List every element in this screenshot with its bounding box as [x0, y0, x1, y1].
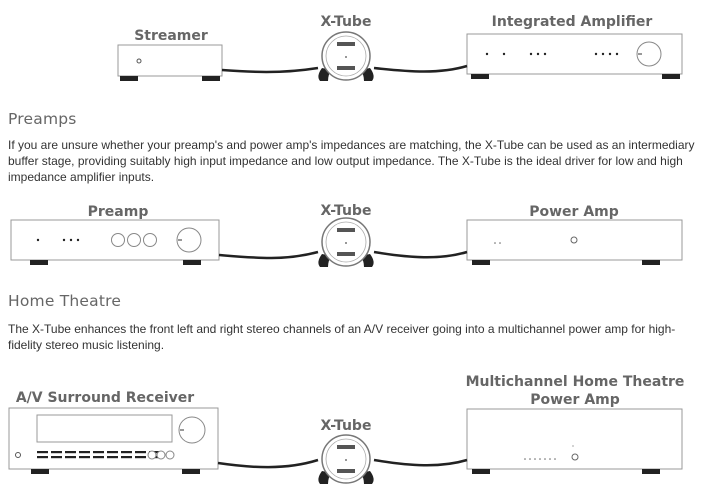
signal-cable: [221, 66, 319, 74]
xtube-label: X-Tube: [321, 14, 372, 30]
multichannel-amp-label-line1: Multichannel Home Theatre: [466, 374, 685, 390]
signal-cable: [373, 250, 468, 259]
xtube-devices: [318, 31, 374, 484]
xtube-label: X-Tube: [321, 203, 372, 219]
av-receiver-unit: [8, 407, 219, 474]
preamps-heading: Preamps: [8, 110, 77, 128]
multichannel-amp-label-line2: Power Amp: [530, 392, 620, 408]
streamer-label: Streamer: [134, 28, 208, 44]
power-knob-icon: [636, 41, 662, 67]
home-theatre-paragraph: The X-Tube enhances the front left and r…: [8, 322, 676, 352]
preamp-selector-knobs: [111, 233, 157, 247]
av-receiver-label: A/V Surround Receiver: [16, 390, 194, 406]
power-knob-icon: [176, 227, 202, 253]
multichannel-amp-unit: [466, 408, 683, 474]
row-streamer-integrated: Streamer X-Tube Integrated Amplifier: [117, 14, 683, 81]
signal-cable: [373, 64, 468, 73]
xtube-label: X-Tube: [321, 418, 372, 434]
amp-indicator-dots: [485, 52, 619, 56]
signal-cable: [217, 458, 319, 469]
preamp-label: Preamp: [88, 204, 149, 220]
home-theatre-heading: Home Theatre: [8, 292, 122, 310]
power-amp-unit: [466, 219, 683, 265]
row-preamp-poweramp: Preamp X-Tube Power Amp: [10, 203, 683, 265]
signal-cable: [218, 250, 319, 260]
power-amp-label: Power Amp: [529, 204, 619, 220]
signal-cables: [217, 64, 468, 469]
power-knob-icon: [178, 416, 206, 444]
integrated-amplifier-unit: [466, 33, 683, 79]
preamps-paragraph: If you are unsure whether your preamp's …: [8, 138, 695, 184]
preamp-unit: [10, 219, 220, 265]
streamer-unit: [117, 44, 223, 81]
signal-cable: [373, 458, 468, 467]
xtube-device-icon: [318, 217, 374, 267]
row-receiver-multichannel: A/V Surround Receiver X-Tub: [8, 374, 685, 474]
integrated-amplifier-label: Integrated Amplifier: [492, 14, 653, 30]
xtube-device-icon: [318, 434, 374, 484]
xtube-device-icon: [318, 31, 374, 81]
receiver-display: [36, 414, 173, 443]
